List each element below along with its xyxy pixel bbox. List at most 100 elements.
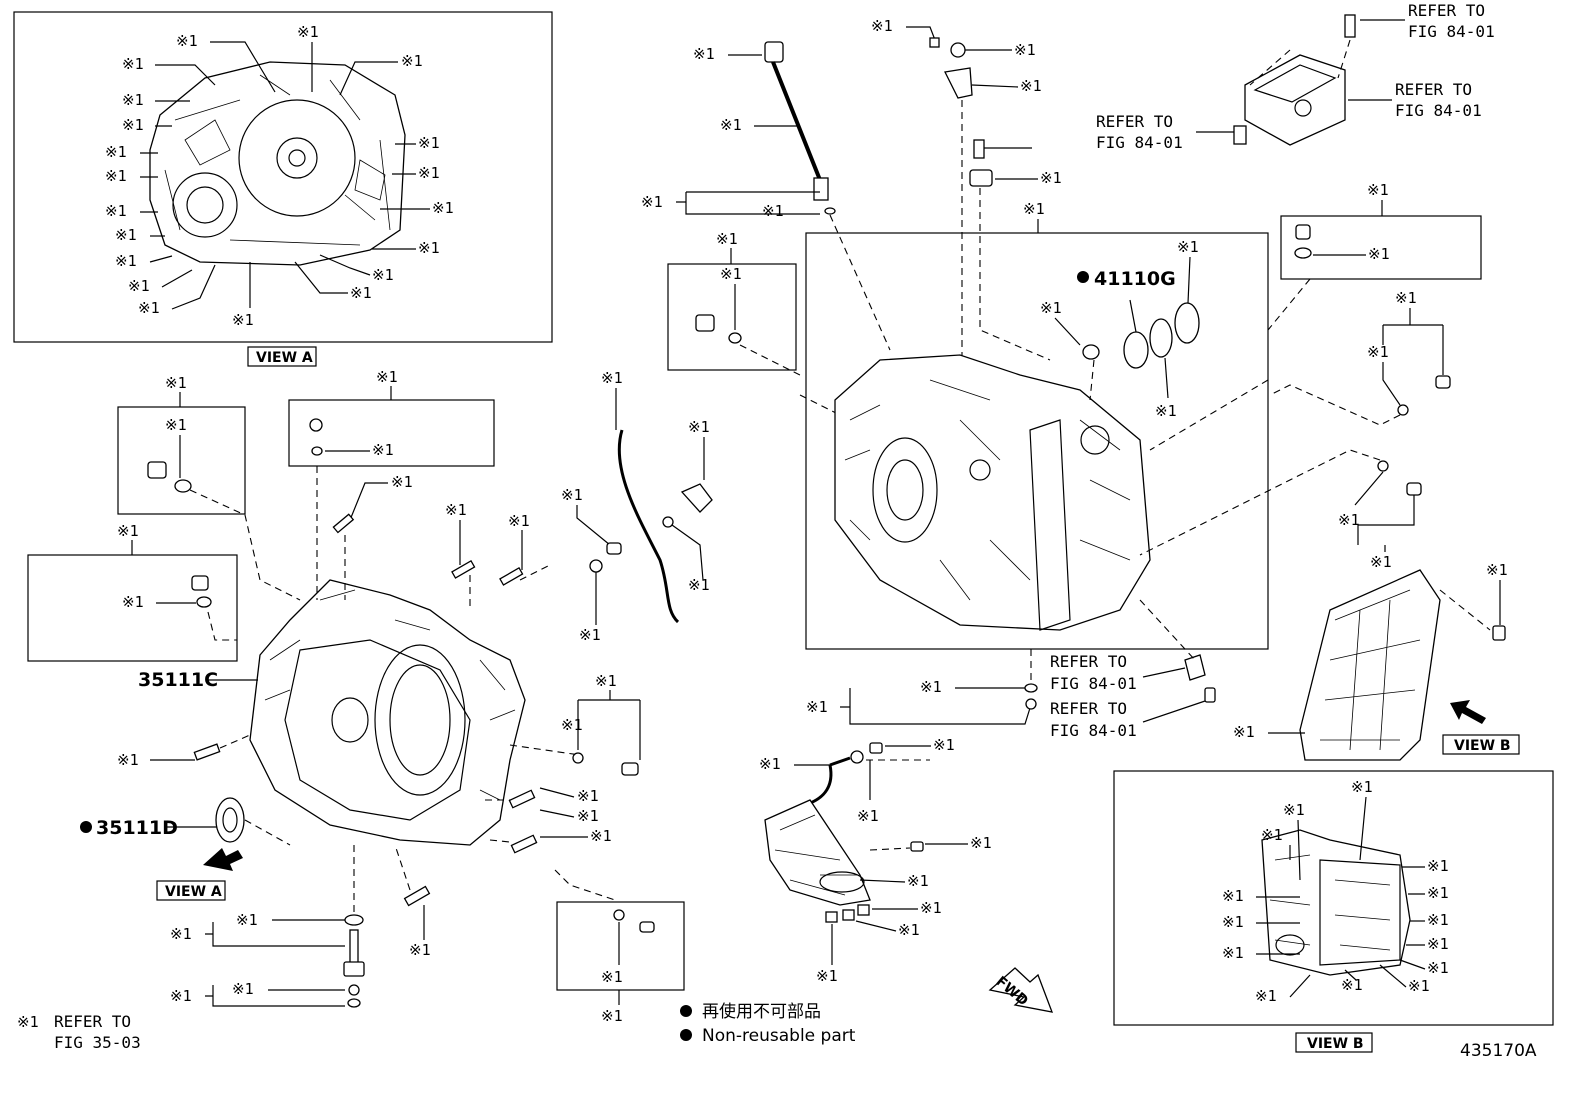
drain-plug-group: ※1 ※1 ※1 ※1 [170, 845, 365, 1008]
svg-text:※1: ※1 [1222, 944, 1244, 962]
housing-drawing [249, 579, 526, 846]
bolt-box-bottom: ※1 ※1 [554, 869, 685, 1025]
part-number-41110G: 41110G [1094, 268, 1176, 290]
legend-note-jp: 再使用不可部品 [702, 1001, 821, 1022]
view-a-inset [13, 11, 553, 343]
svg-text:※1: ※1 [579, 626, 601, 644]
svg-text:※1: ※1 [1368, 245, 1390, 263]
svg-text:REFER TO: REFER TO [54, 1012, 131, 1031]
svg-text:※1: ※1 [128, 277, 150, 295]
svg-text:※1: ※1 [1427, 959, 1449, 977]
svg-text:※1: ※1 [1222, 887, 1244, 905]
svg-text:※1: ※1 [1395, 289, 1417, 307]
svg-text:※1: ※1 [762, 202, 784, 220]
right-sensor-group: ※1 ※1 ※1 ※1 [1139, 289, 1451, 571]
svg-text:※1: ※1 [595, 672, 617, 690]
svg-text:※1: ※1 [236, 911, 258, 929]
svg-text:REFER TO: REFER TO [1096, 112, 1173, 131]
svg-text:※1: ※1 [1367, 181, 1389, 199]
svg-text:※1: ※1 [1155, 402, 1177, 420]
svg-text:※1: ※1 [1040, 169, 1062, 187]
figure-code: 435170A [1460, 1041, 1537, 1061]
center-refer-labels: REFER TO FIG 84-01 REFER TO FIG 84-01 ※1… [806, 599, 1216, 740]
view-a-case-drawing [149, 61, 406, 266]
oil-seal-35111D: 35111D [80, 797, 291, 846]
svg-text:※1: ※1 [117, 751, 139, 769]
top-bracket-group: ※1 ※1 ※1 ※1 [871, 17, 1062, 361]
svg-text:※1: ※1 [391, 473, 413, 491]
svg-text:※1: ※1 [165, 416, 187, 434]
svg-text:※1: ※1 [577, 787, 599, 805]
svg-text:※1: ※1 [1222, 913, 1244, 931]
svg-text:※1: ※1 [688, 418, 710, 436]
svg-text:※1: ※1 [933, 736, 955, 754]
svg-text:※1: ※1 [115, 252, 137, 270]
svg-text:REFER TO: REFER TO [1050, 699, 1127, 718]
svg-text:※1: ※1 [920, 899, 942, 917]
svg-text:※1: ※1 [970, 834, 992, 852]
view-a-callouts: ※1 ※1 ※1 ※1 ※1 ※1 ※1 ※1 ※1 ※1 ※1 ※1 ※1 ※… [105, 23, 454, 329]
view-b-arrow [1450, 700, 1486, 724]
svg-text:※1: ※1 [693, 45, 715, 63]
svg-text:※1: ※1 [1370, 553, 1392, 571]
svg-text:※1: ※1 [508, 512, 530, 530]
housing-lower-bolts: ※1 ※1 ※1 ※1 [394, 744, 612, 959]
svg-text:※1: ※1 [232, 980, 254, 998]
svg-text:※1: ※1 [445, 501, 467, 519]
svg-text:※1: ※1 [105, 202, 127, 220]
svg-text:※1: ※1 [376, 368, 398, 386]
svg-text:※1: ※1 [418, 134, 440, 152]
svg-text:REFER TO: REFER TO [1050, 652, 1127, 671]
svg-text:※1: ※1 [418, 239, 440, 257]
view-b-label-2: VIEW B [1307, 1036, 1364, 1052]
svg-text:※1: ※1 [105, 143, 127, 161]
svg-text:※1: ※1 [122, 116, 144, 134]
view-a-tag-2 [156, 880, 226, 901]
svg-text:※1: ※1 [1408, 977, 1430, 995]
sensor-group-mid: ※1 ※1 [561, 672, 641, 776]
oil-pipe-group: ※1 ※1 ※1 ※1 ※1 [561, 369, 713, 644]
svg-text:※1: ※1 [759, 755, 781, 773]
svg-text:※1: ※1 [1283, 801, 1305, 819]
svg-text:FIG 84-01: FIG 84-01 [1050, 721, 1137, 740]
svg-text:※1: ※1 [122, 55, 144, 73]
dipstick-group: ※1 ※1 ※1 ※1 [641, 41, 891, 351]
svg-text:※1: ※1 [350, 284, 372, 302]
legend: 再使用不可部品 Non-reusable part [680, 1001, 856, 1046]
transaxle-case-box: ※1 41110G ※1 ※1 ※1 [805, 200, 1269, 650]
svg-text:※1: ※1 [601, 968, 623, 986]
control-module: REFER TO FIG 84-01 REFER TO FIG 84-01 RE… [1096, 1, 1495, 152]
svg-text:※1: ※1 [122, 91, 144, 109]
svg-text:※1: ※1 [115, 226, 137, 244]
svg-text:※1: ※1 [561, 716, 583, 734]
svg-text:※1: ※1 [1040, 299, 1062, 317]
svg-text:※1: ※1 [1023, 200, 1045, 218]
svg-text:※1: ※1 [1177, 238, 1199, 256]
svg-text:FIG 84-01: FIG 84-01 [1096, 133, 1183, 152]
svg-text:REFER TO: REFER TO [1408, 1, 1485, 20]
svg-text:※1: ※1 [1233, 723, 1255, 741]
svg-text:※1: ※1 [1427, 884, 1449, 902]
svg-text:※1: ※1 [232, 311, 254, 329]
svg-text:※1: ※1 [401, 52, 423, 70]
plug-oring-box-1: ※1 ※1 [117, 374, 246, 515]
svg-text:※1: ※1 [601, 1007, 623, 1025]
svg-text:※1: ※1 [857, 807, 879, 825]
svg-text:※1: ※1 [170, 987, 192, 1005]
svg-text:※1: ※1 [871, 17, 893, 35]
view-b-label-1: VIEW B [1454, 738, 1511, 754]
legend-note-en: Non-reusable part [702, 1026, 856, 1046]
view-a-tag [247, 346, 317, 367]
svg-text:FIG 35-03: FIG 35-03 [54, 1033, 141, 1052]
svg-text:※1: ※1 [720, 116, 742, 134]
svg-text:※1: ※1 [165, 374, 187, 392]
svg-text:FIG 84-01: FIG 84-01 [1408, 22, 1495, 41]
svg-text:FIG 84-01: FIG 84-01 [1395, 101, 1482, 120]
svg-text:※1: ※1 [1261, 826, 1283, 844]
svg-text:※1: ※1 [138, 299, 160, 317]
svg-text:※1: ※1 [806, 698, 828, 716]
housing-bolts: ※1 ※1 ※1 ※1 [117, 473, 551, 769]
svg-text:※1: ※1 [176, 32, 198, 50]
svg-text:※1: ※1 [1014, 41, 1036, 59]
footnote-refer: ※1 REFER TO FIG 35-03 [17, 1012, 141, 1052]
